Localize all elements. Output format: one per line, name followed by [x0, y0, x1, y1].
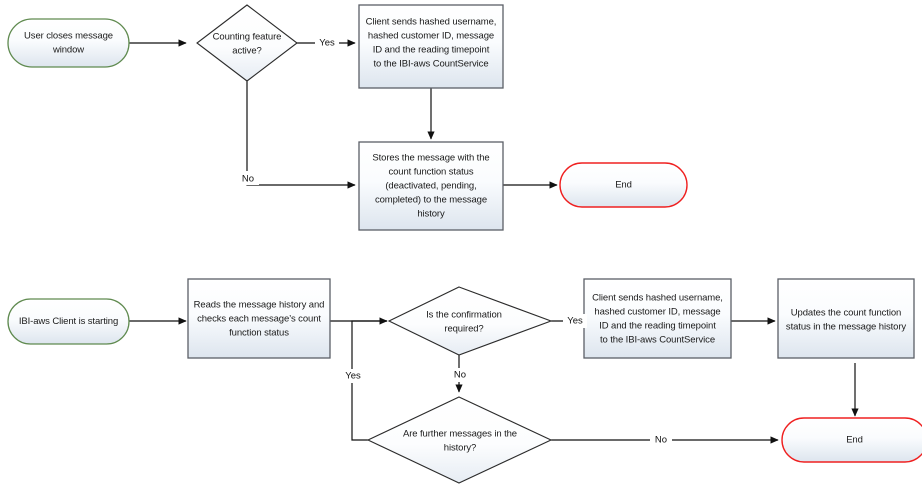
decision-counting-feature-line-1: active? [232, 46, 261, 57]
label-no-further: No [655, 435, 667, 446]
decision-further-messages-shape [366, 396, 553, 484]
process-client-sends-top-line-2: ID and the reading timepoint [373, 45, 490, 56]
process-stores-message-line-3: completed) to the message [375, 195, 487, 206]
process-stores-message-shape [358, 141, 504, 231]
node-end-top[interactable]: End [559, 162, 688, 208]
decision-further-messages-line-1: history? [444, 443, 476, 454]
process-reads-history-line-0: Reads the message history and [194, 300, 325, 311]
process-stores-message-line-1: count function status [388, 167, 473, 178]
process-reads-history-shape [187, 278, 331, 359]
edge-decision-no-to-stores [246, 81, 356, 189]
process-client-sends-bottom-line-2: ID and the reading timepoint [599, 321, 716, 332]
process-reads-history-line-2: function status [229, 328, 289, 339]
process-client-sends-bottom-line-0: Client sends hashed username, [592, 293, 723, 304]
node-process-client-sends-bottom[interactable]: Client sends hashed username, hashed cus… [583, 278, 732, 359]
end-bottom-label: End [846, 435, 863, 446]
process-updates-status-shape [777, 278, 915, 359]
node-process-reads-history[interactable]: Reads the message history and checks eac… [187, 278, 331, 359]
start-user-closes-line-1: window [52, 45, 84, 56]
top-flow-edge-labels: Yes No [237, 36, 339, 185]
node-start-user-closes[interactable]: User closes message window [7, 18, 130, 68]
process-client-sends-top-line-3: to the IBI-aws CountService [373, 59, 488, 70]
process-stores-message-line-0: Stores the message with the [372, 153, 489, 164]
label-no-further-bg [650, 433, 672, 447]
process-client-sends-bottom-shape [583, 278, 732, 359]
decision-counting-feature-line-0: Counting feature [213, 32, 282, 43]
bottom-flow-edge-labels: Yes No Yes No [341, 314, 672, 447]
label-no-confirmation-bg [449, 368, 471, 382]
node-process-client-sends-top[interactable]: Client sends hashed username, hashed cus… [358, 4, 504, 89]
process-client-sends-bottom-line-3: to the IBI-aws CountService [600, 335, 715, 346]
process-client-sends-top-line-1: hashed customer ID, message [368, 31, 494, 42]
label-no-top-bg [237, 171, 259, 185]
process-updates-status-line-1: status in the message history [786, 322, 906, 333]
process-reads-history-line-1: checks each message’s count [197, 314, 321, 325]
start-client-starting-shape [7, 298, 130, 345]
start-user-closes-line-0: User closes message [24, 31, 113, 42]
end-bottom-shape [781, 417, 922, 463]
decision-further-messages-line-0: Are further messages in the [403, 429, 517, 440]
node-process-updates-status[interactable]: Updates the count function status in the… [777, 278, 915, 359]
decision-confirmation-required-shape [387, 286, 553, 356]
label-no-top: No [242, 174, 254, 185]
process-stores-message-line-2: (deactivated, pending, [385, 181, 476, 192]
node-decision-confirmation-required[interactable]: Is the confirmation required? [387, 286, 553, 356]
label-no-confirmation: No [454, 370, 466, 381]
process-updates-status-line-0: Updates the count function [791, 308, 901, 319]
process-client-sends-bottom-line-1: hashed customer ID, message [594, 307, 720, 318]
label-yes-confirmation: Yes [567, 316, 583, 327]
process-client-sends-top-shape [358, 4, 504, 89]
decision-confirmation-required-line-0: Is the confirmation [426, 310, 502, 321]
process-stores-message-line-4: history [417, 209, 445, 220]
label-yes-top: Yes [319, 38, 335, 49]
node-decision-counting-feature[interactable]: Counting feature active? [196, 4, 298, 82]
start-client-starting-label: IBI-aws Client is starting [19, 316, 118, 327]
node-start-client-starting[interactable]: IBI-aws Client is starting [7, 298, 130, 345]
process-client-sends-top-line-0: Client sends hashed username, [366, 17, 497, 28]
decision-counting-feature-shape [196, 4, 298, 82]
end-top-label: End [615, 180, 632, 191]
label-yes-further: Yes [345, 371, 361, 382]
node-end-bottom[interactable]: End [781, 417, 922, 463]
label-yes-further-bg [341, 369, 365, 383]
label-yes-confirmation-bg [563, 314, 587, 328]
end-top-shape [559, 162, 688, 208]
decision-confirmation-required-line-1: required? [444, 324, 483, 335]
node-process-stores-message[interactable]: Stores the message with the count functi… [358, 141, 504, 231]
label-yes-top-bg [315, 36, 339, 50]
node-decision-further-messages[interactable]: Are further messages in the history? [366, 396, 553, 484]
start-user-closes-shape [7, 18, 130, 68]
